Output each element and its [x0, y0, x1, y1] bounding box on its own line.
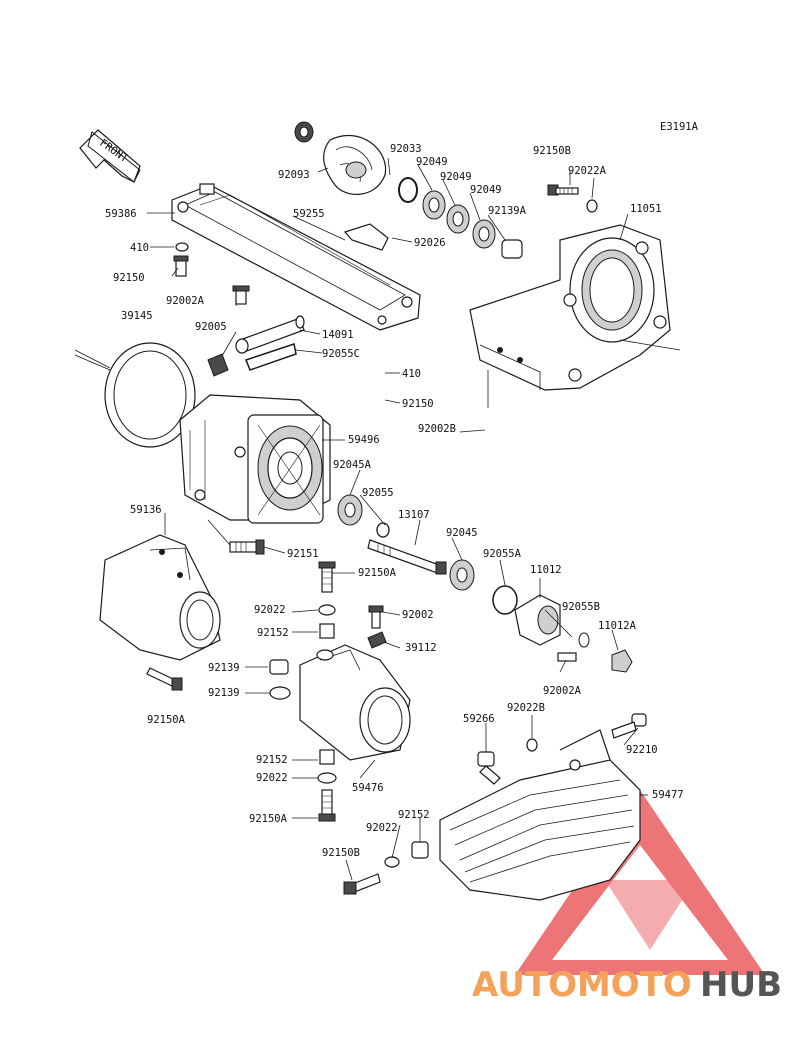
bolt-stack-upper: [318, 561, 336, 639]
label-92045a: 92045A: [333, 459, 372, 471]
label-92022-a: 92022: [254, 604, 286, 616]
part-labels: 92033 92093 92049 92049 92049 92150B 920…: [105, 143, 684, 859]
label-92002: 92002: [402, 609, 434, 621]
label-92049-a: 92049: [416, 156, 448, 168]
label-92045: 92045: [446, 527, 478, 539]
label-92055c: 92055C: [322, 348, 360, 360]
label-92152-a: 92152: [257, 627, 289, 639]
label-92049-b: 92049: [440, 171, 472, 183]
leader-lines: [74, 157, 681, 881]
label-39145: 39145: [121, 310, 153, 322]
bolt-92002-part: [367, 605, 387, 649]
label-92152-c: 92152: [398, 809, 430, 821]
bearing-92045: [449, 559, 475, 591]
label-59255: 59255: [293, 208, 325, 220]
shaft-13107-part: [367, 539, 447, 575]
bushings-92139: [269, 659, 291, 700]
label-59386: 59386: [105, 208, 137, 220]
label-92139-a: 92139: [208, 662, 240, 674]
label-410-a: 410: [130, 242, 149, 254]
label-92002a-low: 92002A: [543, 685, 582, 697]
label-92055b: 92055B: [562, 601, 600, 613]
label-92210: 92210: [626, 744, 658, 756]
label-92033: 92033: [390, 143, 422, 155]
label-92150-a: 92150: [113, 272, 145, 284]
nozzle-59476-part: [299, 644, 411, 761]
label-13107: 13107: [398, 509, 430, 521]
bolt-92150a-left: [146, 667, 183, 691]
pivot-59266: [477, 713, 647, 785]
reverse-bucket-59477: [439, 729, 641, 901]
bearing-stack: [398, 177, 523, 259]
ring-39145-part: [104, 342, 196, 448]
plate-92026-part: [343, 223, 389, 251]
watermark-part1: AUTOMOTO: [472, 965, 692, 1005]
seal-part: [294, 121, 314, 143]
label-92150a-left: 92150A: [147, 714, 186, 726]
watermark-triangle-logo: [515, 790, 765, 975]
label-59136: 59136: [130, 504, 162, 516]
label-92139a: 92139A: [488, 205, 527, 217]
label-92022-b: 92022: [256, 772, 288, 784]
ride-plate-part: [171, 183, 421, 331]
label-59496: 59496: [348, 434, 380, 446]
label-92150a-mid: 92150A: [358, 567, 397, 579]
front-arrow-icon: FRONT: [79, 129, 141, 183]
label-92002a-top: 92002A: [166, 295, 205, 307]
label-92055a: 92055A: [483, 548, 522, 560]
bolt-92150b-top: [547, 184, 598, 213]
label-39112: 39112: [405, 642, 437, 654]
label-92139-b: 92139: [208, 687, 240, 699]
label-59476: 59476: [352, 782, 384, 794]
label-92150a-bot: 92150A: [249, 813, 288, 825]
label-92005: 92005: [195, 321, 227, 333]
watermark-text: AUTOMOTO HUB: [472, 965, 782, 1005]
label-92022a: 92022A: [568, 165, 607, 177]
label-92055: 92055: [362, 487, 394, 499]
label-92093: 92093: [278, 169, 310, 181]
impeller-part: [323, 134, 387, 196]
label-92026: 92026: [414, 237, 446, 249]
label-92022-c: 92022: [366, 822, 398, 834]
bolt-stack-lower: [317, 749, 337, 822]
watermark-part2: HUB: [700, 965, 782, 1005]
label-14091: 14091: [322, 329, 354, 341]
label-92022b: 92022B: [507, 702, 545, 714]
label-11012: 11012: [530, 564, 562, 576]
cap-11012-part: [492, 585, 633, 673]
nozzle-cover-59136: [99, 534, 221, 661]
label-92151: 92151: [287, 548, 319, 560]
pump-housing-part: [469, 224, 671, 391]
label-92150-b: 92150: [402, 398, 434, 410]
bolt-92150-left: [173, 242, 189, 277]
bearing-92045a: [337, 494, 390, 538]
label-92049-c: 92049: [470, 184, 502, 196]
nozzle-parts-top: [207, 285, 305, 377]
label-11051: 11051: [630, 203, 662, 215]
label-410-b: 410: [402, 368, 421, 380]
label-92150b-top: 92150B: [533, 145, 571, 157]
pump-body-part: [179, 394, 331, 524]
label-59477: 59477: [652, 789, 684, 801]
bolt-92151: [229, 539, 265, 555]
label-92002b: 92002B: [418, 423, 456, 435]
label-11012a: 11012A: [598, 620, 637, 632]
label-59266: 59266: [463, 713, 495, 725]
diagram-code: E3191A: [660, 121, 699, 133]
label-92150b-bot: 92150B: [322, 847, 360, 859]
label-92152-b: 92152: [256, 754, 288, 766]
